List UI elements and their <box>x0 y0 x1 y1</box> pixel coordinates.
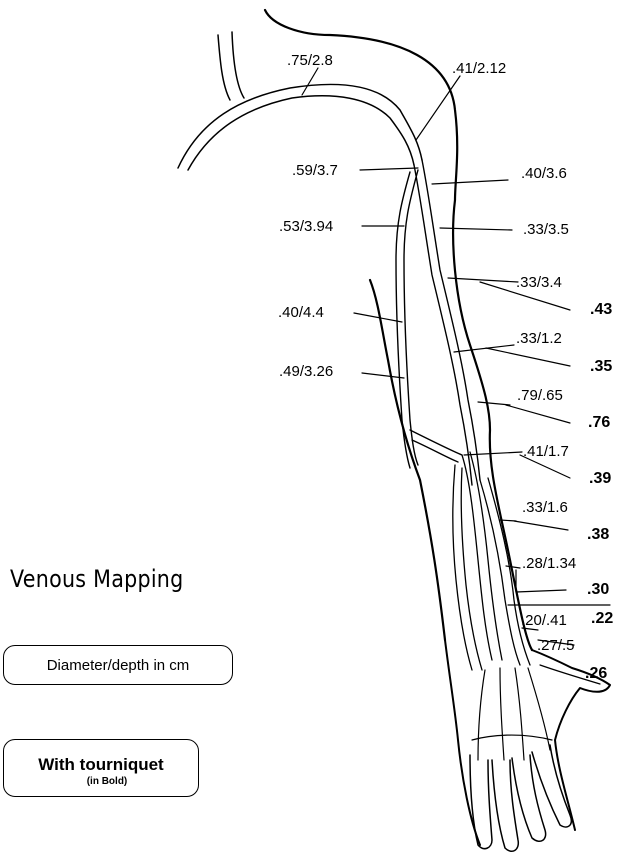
measure-label: .33/3.5 <box>523 222 569 237</box>
measure-label: .49/3.26 <box>279 364 333 379</box>
forearm-vein-3 <box>480 480 520 665</box>
basilic-vein-b <box>396 172 410 468</box>
measure-label: .40/3.6 <box>521 166 567 181</box>
measure-label: .59/3.7 <box>292 163 338 178</box>
measure-label: .20/.41 <box>521 613 567 628</box>
tourniquet-label: .26 <box>585 666 607 682</box>
forearm-vein-5 <box>453 465 472 670</box>
basilic-vein-a <box>404 170 418 465</box>
jugular-vein-right <box>232 32 244 98</box>
tourniquet-label: .22 <box>591 611 613 627</box>
cephalic-vein-a <box>422 160 480 480</box>
measure-label: .53/3.94 <box>279 219 333 234</box>
jugular-vein-left <box>218 35 230 100</box>
tourniquet-label: .30 <box>587 582 609 598</box>
hand-vein-arch <box>472 735 552 740</box>
hand-vein-3 <box>515 668 524 760</box>
tourniquet-label: .35 <box>590 359 612 375</box>
legend-plain-label: Diameter/depth in cm <box>47 657 190 674</box>
measure-label: .41/2.12 <box>452 61 506 76</box>
measure-label: .33/1.6 <box>522 500 568 515</box>
measure-label: .28/1.34 <box>522 556 576 571</box>
tourniquet-label: .43 <box>590 302 612 318</box>
hand-vein-1 <box>478 670 485 760</box>
legend-bold-label: With tourniquet <box>4 755 198 775</box>
measure-label: .33/3.4 <box>516 275 562 290</box>
tourniquet-label: .76 <box>588 415 610 431</box>
measure-label: .79/.65 <box>517 388 563 403</box>
legend-bold-sublabel: (in Bold) <box>16 776 198 787</box>
shoulder-outline <box>265 10 532 650</box>
measure-label: .27/.5 <box>537 638 575 653</box>
subclavian-vein-inner <box>188 96 414 170</box>
finger-4 <box>532 745 571 827</box>
hand-vein-2 <box>500 668 504 760</box>
tourniquet-label: .38 <box>587 527 609 543</box>
finger-1 <box>470 755 492 849</box>
legend-bold: With tourniquet (in Bold) <box>3 739 199 797</box>
median-cubital-vein-2 <box>412 440 458 462</box>
measure-label: .33/1.2 <box>516 331 562 346</box>
measure-label: .75/2.8 <box>287 53 333 68</box>
tourniquet-label: .39 <box>589 471 611 487</box>
measure-label: .41/1.7 <box>523 444 569 459</box>
finger-3 <box>512 755 546 841</box>
measure-label: .40/4.4 <box>278 305 324 320</box>
legend-plain: Diameter/depth in cm <box>3 645 233 685</box>
page-title: Venous Mapping <box>10 565 184 593</box>
